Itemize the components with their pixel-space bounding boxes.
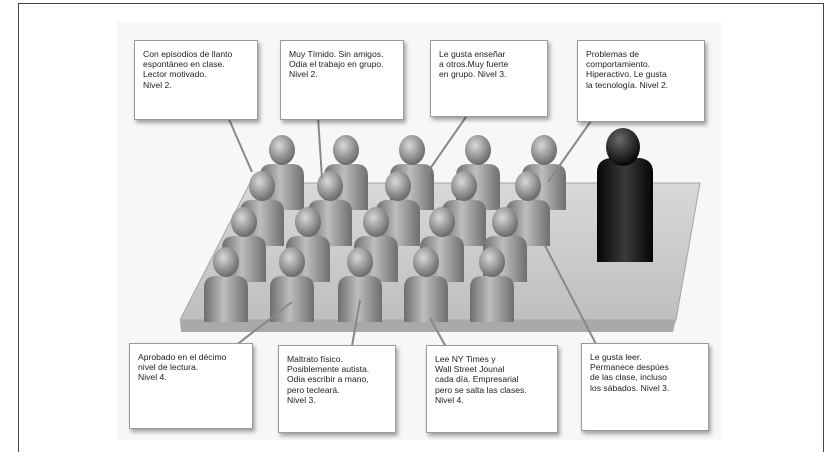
student-figure — [338, 247, 382, 322]
callout-top-4: Problemas de comportamiento. Hiperactivo… — [577, 40, 705, 122]
callout-bottom-1: Aprobado en el décimo nivel de lectura. … — [129, 343, 253, 429]
student-figure — [204, 247, 248, 322]
callout-top-2: Muy Tímido. Sin amigos. Odia el trabajo … — [280, 40, 404, 120]
student-figure — [506, 171, 550, 246]
student-figure — [308, 171, 352, 246]
teacher-figure — [597, 128, 653, 262]
student-figure — [442, 171, 486, 246]
callout-pointers — [227, 113, 598, 348]
student-figure — [404, 247, 448, 322]
callout-bottom-4: Le gusta leer. Permanece despúes de las … — [581, 343, 709, 431]
student-figure — [470, 247, 514, 322]
student-figure — [376, 171, 420, 246]
student-figures — [204, 135, 566, 322]
callout-bottom-3: Lee NY Times y Wall Street Jounal cada d… — [426, 345, 558, 433]
image-frame — [18, 3, 824, 452]
callout-top-1: Con episodios de llanto espontáneo en cl… — [134, 40, 258, 120]
callout-top-3: Le gusta enseñar a otros.Muy fuerte en g… — [430, 40, 548, 117]
callout-bottom-2: Maltrato físico. Posiblemente autista. O… — [278, 345, 396, 433]
